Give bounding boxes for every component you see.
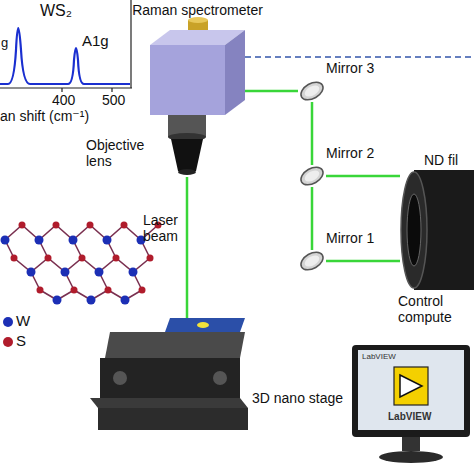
mirror: Mirror 1	[298, 250, 326, 272]
legend-label: S	[16, 332, 26, 349]
node-label: Raman spectrometer	[120, 2, 275, 18]
node-label: Mirror 2	[326, 145, 374, 161]
laser-beam	[326, 260, 400, 263]
nano-stage: 3D nano stage	[90, 318, 250, 433]
legend-label: W	[16, 312, 30, 329]
peak-label: A1g	[82, 32, 109, 49]
crystal-bonds	[5, 225, 158, 300]
mirror-shape	[298, 165, 326, 187]
node-label: Objective lens	[86, 137, 162, 169]
sulfur-atoms	[11, 222, 162, 294]
node-label: LabVIEW	[362, 352, 396, 361]
laser-beam	[311, 187, 314, 250]
peak-label: g	[1, 36, 8, 51]
laser-beam	[186, 177, 189, 318]
axis-tick	[61, 88, 62, 92]
laser-beam	[245, 90, 298, 93]
laser-beam	[326, 175, 400, 178]
node-label: Mirror 1	[326, 230, 374, 246]
control-computer: Control computeLabVIEWLabVIEW	[352, 345, 470, 465]
laser-beam	[311, 102, 314, 165]
axis-title: an shift (cm⁻¹)	[0, 108, 89, 124]
mirror-shape	[298, 250, 326, 272]
axis-tick-label: 500	[102, 92, 125, 108]
node-label: ND fil	[424, 152, 458, 168]
nano-stage-shape	[90, 318, 250, 433]
axis-tick	[111, 88, 112, 92]
legend-swatch	[3, 317, 13, 327]
tungsten-atoms	[1, 236, 146, 305]
nd-filter: ND fil	[400, 150, 474, 290]
spectrometer-box: Raman spectrometer	[150, 18, 245, 115]
legend-swatch	[3, 337, 13, 347]
raman-spectrum	[0, 28, 130, 84]
node-label: Mirror 3	[326, 60, 374, 76]
dashed-line	[245, 56, 474, 57]
material-label: WS₂	[40, 2, 72, 20]
mirror: Mirror 2	[298, 165, 326, 187]
node-label: Control compute	[398, 293, 470, 325]
mirror: Mirror 3	[298, 80, 326, 102]
spectrum-frame	[130, 0, 131, 88]
nd-filter-shape	[400, 150, 474, 290]
spectrometer-box-shape	[150, 18, 245, 115]
objective-lens: Objective lens	[168, 115, 206, 177]
edge-label: Laser beam	[143, 212, 185, 244]
control-computer-shape	[352, 345, 470, 465]
axis-tick-label: 400	[52, 92, 75, 108]
mirror-shape	[298, 80, 326, 102]
objective-lens-shape	[168, 115, 206, 177]
node-label: 3D nano stage	[252, 390, 343, 406]
node-label: LabVIEW	[388, 411, 431, 423]
